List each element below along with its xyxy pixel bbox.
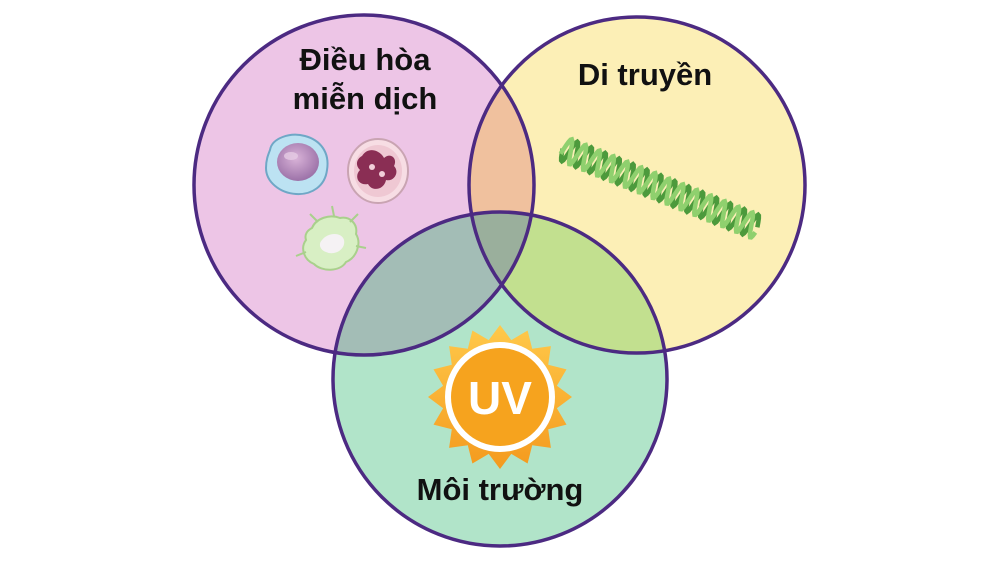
dna-helix-icon xyxy=(558,136,762,240)
overlap-genetic-environment xyxy=(469,212,667,353)
uv-sun-icon: UV xyxy=(428,325,572,469)
outline-immune xyxy=(192,13,536,357)
uv-badge-text: UV xyxy=(468,372,532,424)
label-environment: Môi trường xyxy=(416,472,584,507)
lymphocyte-cell-icon xyxy=(264,133,329,196)
outline-genetic xyxy=(467,15,807,355)
macrophage-cell-icon xyxy=(295,205,367,271)
label-immune-regulation: Điều hòa miễn dịch xyxy=(292,42,438,116)
label-genetic: Di truyền xyxy=(577,57,713,92)
neutrophil-cell-icon xyxy=(347,138,409,204)
overlap-immune-environment xyxy=(333,212,534,355)
outline-environment xyxy=(331,210,669,548)
